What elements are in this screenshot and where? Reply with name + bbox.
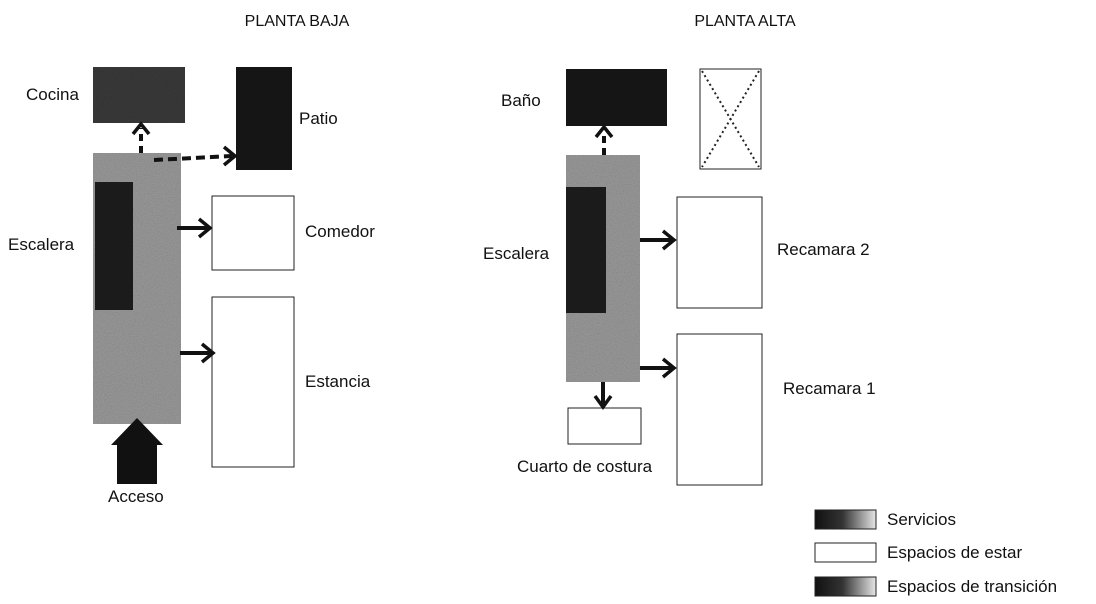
- legend-swatch-estar: [814, 542, 877, 563]
- escalera-pb-room: [95, 182, 133, 310]
- void-cross-line-2: [701, 70, 760, 168]
- cocina-label: Cocina: [26, 85, 79, 104]
- comedor-label: Comedor: [305, 222, 375, 241]
- patio-label: Patio: [299, 109, 338, 128]
- recamara2-room: [676, 196, 763, 309]
- arrow-head-costura: [593, 394, 613, 410]
- cocina-room: [93, 67, 185, 123]
- bano-label: Baño: [501, 91, 541, 110]
- arrow-head-comedor: [197, 217, 213, 239]
- escalera-pa-label: Escalera: [483, 244, 550, 263]
- cuarto-costura-room: [567, 407, 642, 445]
- legend-label-transicion: Espacios de transición: [887, 577, 1057, 596]
- arrow-head-cocina: [131, 121, 151, 136]
- acceso-arrow-icon: [111, 418, 163, 484]
- escalera-pb-label: Escalera: [8, 235, 75, 254]
- escalera-pa-room: [566, 187, 606, 313]
- arrow-head-recamara2: [661, 229, 677, 251]
- patio-room: [236, 67, 292, 170]
- estancia-room: [211, 296, 295, 468]
- cuarto-costura-label: Cuarto de costura: [517, 457, 653, 476]
- arrow-head-bano: [594, 124, 614, 139]
- legend-label-servicios: Servicios: [887, 510, 956, 529]
- planta-baja-title: PLANTA BAJA: [245, 13, 350, 30]
- legend-swatch-transicion: [814, 576, 877, 597]
- estancia-label: Estancia: [305, 372, 371, 391]
- recamara2-label: Recamara 2: [777, 240, 870, 259]
- legend-label-estar: Espacios de estar: [887, 543, 1022, 562]
- planta-alta-title: PLANTA ALTA: [694, 13, 796, 30]
- arrow-head-estancia: [200, 342, 216, 364]
- legend-swatch-servicios: [814, 509, 877, 530]
- bano-room: [566, 69, 667, 126]
- recamara1-room: [676, 333, 763, 486]
- recamara1-label: Recamara 1: [783, 379, 876, 398]
- arrow-head-recamara1: [661, 357, 677, 379]
- comedor-room: [211, 195, 295, 271]
- arrow-head-patio: [222, 145, 238, 167]
- acceso-label: Acceso: [108, 487, 164, 506]
